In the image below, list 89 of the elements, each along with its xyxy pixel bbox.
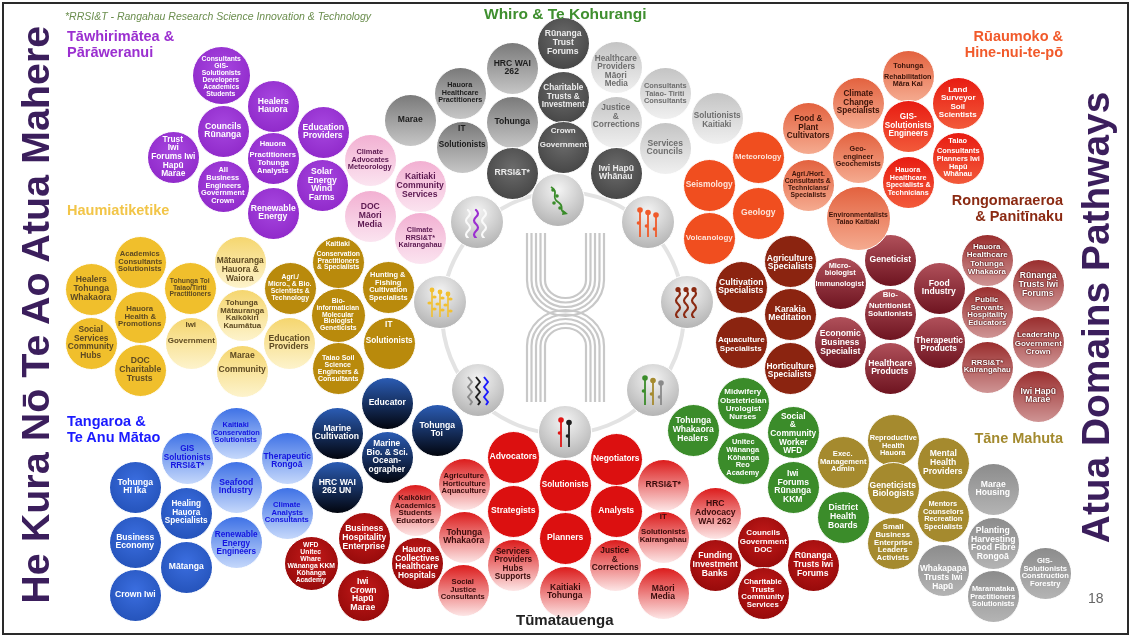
role-bubble: Educator [360, 376, 414, 430]
role-bubble: Solutionists Kaitiaki [690, 91, 744, 145]
role-bubble: Hauora Healthcare Tohunga Whakaora [960, 233, 1014, 287]
role-bubble: Marae Housing [966, 462, 1020, 516]
role-bubble: Social Services Community Hubs [64, 316, 118, 370]
role-bubble: Services Providers Hubs Supports [486, 538, 540, 592]
role-bubble: Tohunga Whakaora Healers [666, 403, 720, 457]
role-bubble: HRC WAI 262 [485, 41, 539, 95]
role-bubble: Healers Tohunga Whakaora [64, 262, 118, 316]
role-bubble: Mental Health Providers [916, 436, 970, 490]
role-bubble: Economic Business Specialist [813, 315, 867, 369]
role-bubble: Aquaculture Specialists [714, 315, 768, 369]
role-bubble: HRC Advocacy WAI 262 [688, 486, 742, 540]
role-bubble: Iwi Hapū Marae [1011, 369, 1065, 423]
role-bubble: Volcanology [682, 211, 736, 265]
role-bubble: Business Economy [108, 515, 162, 569]
role-bubble: Whakapapa Trusts Iwi Hapū [916, 543, 970, 597]
role-bubble: Planners [538, 511, 592, 565]
role-bubble: Tohunga [485, 95, 539, 149]
role-bubble: Services Councils [638, 121, 692, 175]
role-bubble: Therapeutic Products [912, 315, 966, 369]
role-bubble: Healthcare Providers Māori Media [589, 40, 643, 94]
role-bubble: Food Industry [912, 261, 966, 315]
role-bubble: Councils Rūnanga [196, 104, 250, 158]
role-bubble: Justice & Corrections [589, 95, 643, 149]
role-bubble: Negotiators [589, 432, 643, 486]
role-bubble: Solutionists [538, 458, 592, 512]
domain-heading: Tāwhirimātea & Pārāweranui [67, 29, 176, 61]
role-bubble: GIS- Solutionists Engineers [881, 99, 935, 153]
role-bubble: Education Providers [296, 105, 350, 159]
role-bubble: Agriculture Specialists [763, 234, 817, 288]
role-bubble: Charitable Trusts & Investment [536, 70, 590, 124]
role-bubble: IT Solutionists [362, 316, 416, 370]
role-bubble: Food & Plant Cultivators [781, 101, 835, 155]
domain-heading: Rūaumoko & Hine-nui-te-pō [963, 29, 1063, 61]
vertical-title: Atua Domains Pathways [1077, 91, 1117, 543]
role-bubble: Renewable Energy Engineers [209, 515, 263, 569]
role-bubble: Mātauranga Hauora & Waiora [213, 235, 267, 289]
role-bubble: District Health Boards [816, 490, 870, 544]
page-number: 18 [1088, 591, 1104, 607]
role-bubble: Hauora Collectives Healthcare Hospitals [390, 536, 444, 590]
role-bubble: Seafood Industry [209, 460, 263, 514]
role-bubble: Iwi Forums Rūnanga KKM [766, 460, 820, 514]
domain-heading: Rongomaraeroa & Panitīnaku [950, 193, 1063, 225]
domain-heading: Haumiatiketike [67, 203, 170, 219]
role-bubble: Healing Hauora Specialists [159, 486, 213, 540]
role-bubble: Climate Change Specialists [831, 76, 885, 130]
role-bubble: Crown Government [536, 120, 590, 174]
role-bubble: Crown Iwi [108, 568, 162, 622]
role-bubble: Planting Harvesting Food Fibre Rongoā [966, 516, 1020, 570]
role-bubble: Trust Iwi Forums Iwi Hapū Marae [146, 130, 200, 184]
role-bubble: Healers Hauora [246, 79, 300, 133]
role-bubble: Rūnanga Trusts Iwi Forums [786, 538, 840, 592]
role-bubble: Advocators [486, 430, 540, 484]
role-bubble: Tohunga Toi [410, 403, 464, 457]
role-bubble: Tohunga Hī Ika [108, 460, 162, 514]
role-bubble: Renewable Energy [246, 186, 300, 240]
role-bubble: Therapeutic Rongoā [260, 431, 314, 485]
role-bubble: Social & Community Worker WFD [766, 405, 820, 459]
role-bubble: IT Solutionists [435, 120, 489, 174]
role-bubble: Marae [383, 93, 437, 147]
role-bubble: Land Surveyor Soil Scientists [931, 76, 985, 130]
role-bubble: Seismology [682, 158, 736, 212]
role-bubble: Iwi Government [164, 316, 218, 370]
domain-heading: Tāne Mahuta [974, 431, 1063, 447]
role-bubble: Mātanga [159, 540, 213, 594]
role-bubble: Iwi Hapū Whānau [589, 146, 643, 200]
role-bubble: GIS Solutionists RRSI&T* [160, 431, 214, 485]
role-bubble: Leadership Government Crown [1011, 315, 1065, 369]
role-bubble: Strategists [486, 484, 540, 538]
domain-heading: Tangaroa & Te Anu Mātao [67, 414, 162, 446]
role-bubble: Horticulture Specialists [763, 341, 817, 395]
role-bubble: Solar Energy Wind Farms [295, 158, 349, 212]
vertical-title: He Kura Nō Te Ao Atua Mahere [16, 25, 56, 604]
role-bubble: Marae Community [215, 344, 269, 398]
role-bubble: Marine Bio. & Sci. Ocean- ographer [360, 430, 414, 484]
role-bubble: Marine Cultivation [310, 406, 364, 460]
role-bubble: Midwifery Obstetrician Urologist Nurses [716, 376, 770, 430]
role-bubble: Iwi Crown Hapū Marae [336, 568, 390, 622]
role-bubble: Kaitiaki Community Services [393, 159, 447, 213]
role-bubble: HRC WAI 262 UN [310, 460, 364, 514]
role-bubble: Rūnanga Trusts Iwi Forums [1011, 258, 1065, 312]
role-bubble: RRSI&T* [485, 146, 539, 200]
role-bubble: Cultivation Specialists [714, 260, 768, 314]
role-bubble: Healthcare Products [863, 341, 917, 395]
role-bubble: Geneticists Biologists [866, 461, 920, 515]
role-bubble: DOC Charitable Trusts [113, 343, 167, 397]
footnote: *RRSI&T - Rangahau Research Science Innovation & Technology [65, 11, 372, 23]
role-bubble: Business Hospitality Enterprise [337, 511, 391, 565]
